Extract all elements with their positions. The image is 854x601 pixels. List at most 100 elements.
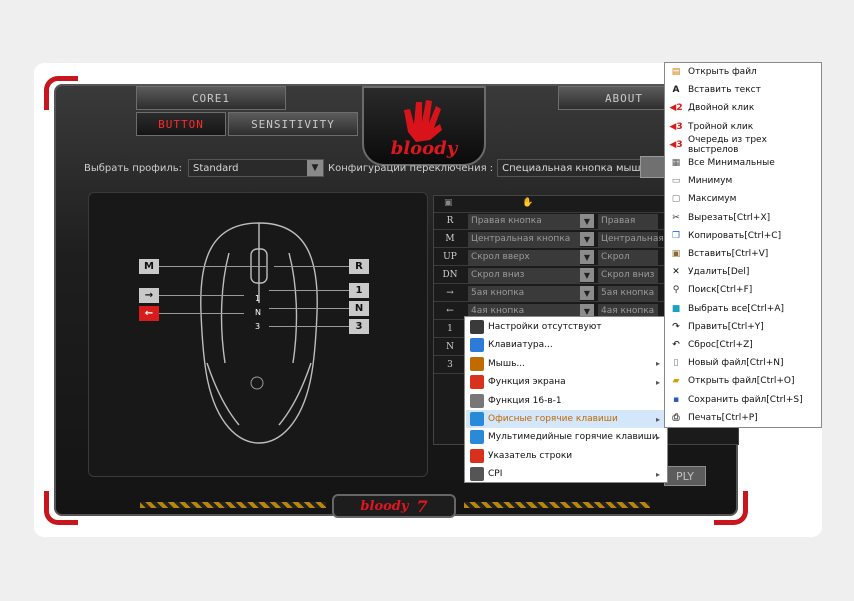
logo-text: bloody [390, 137, 458, 159]
key-right-button[interactable]: R [349, 259, 369, 274]
row-function-select-2[interactable]: 5ая кнопка [598, 286, 658, 301]
save-icon: ▪ [672, 394, 680, 405]
row-key-label: DN [442, 270, 458, 280]
copy-icon: ❐ [671, 230, 681, 241]
row-function-select-2[interactable]: Правая кнопка [598, 214, 658, 241]
row-key-label: N [446, 342, 454, 352]
menu-item[interactable]: ▭Минимум [666, 172, 820, 190]
row-function-select[interactable]: Центральная кнопка [468, 232, 580, 247]
row-function-select-2[interactable]: Скрол вверх [598, 250, 658, 277]
menu-item[interactable]: ■Выбрать все[Ctrl+A] [666, 300, 820, 318]
row-function-select[interactable]: Скрол вниз [468, 268, 580, 283]
menu-item-label: Клавиатура... [488, 340, 553, 351]
menu-item-label: Копировать[Ctrl+C] [688, 230, 782, 241]
open-file-icon: ▤ [671, 67, 681, 77]
row-key-label: R [446, 216, 454, 226]
menu-item[interactable]: Настройки отсутствуют [466, 318, 666, 336]
minimize-all-icon: ▦ [671, 158, 681, 168]
chevron-down-icon[interactable]: ▼ [580, 250, 594, 264]
menu-item[interactable]: Функция экрана▸ [466, 373, 666, 391]
profile-row: Выбрать профиль: Standard ▼ Конфигурации… [84, 158, 744, 178]
menu-item[interactable]: Мышь...▸ [466, 355, 666, 373]
tab-core[interactable]: CORE1 [136, 86, 286, 110]
chevron-down-icon[interactable]: ▼ [580, 268, 594, 282]
tab-bar: CORE1 BUTTON SENSITIVITY ABOUT bloody [74, 84, 714, 166]
mouse-outline: 1N3 [200, 222, 318, 444]
chevron-down-icon[interactable]: ▼ [580, 232, 594, 246]
profile-label: Выбрать профиль: [84, 162, 183, 174]
key-button-1[interactable]: 1 [349, 283, 369, 298]
row-key-label: M [445, 234, 455, 244]
menu-item-label: Новый файл[Ctrl+N] [688, 358, 784, 369]
runner-icon [470, 467, 484, 482]
mouse-icon [470, 356, 484, 371]
chevron-down-icon[interactable]: ▼ [580, 214, 594, 228]
corner-ornament [714, 491, 748, 525]
chevron-right-icon: ▸ [655, 377, 660, 387]
tab-sensitivity[interactable]: SENSITIVITY [228, 112, 358, 136]
row-function-select[interactable]: 4ая кнопка [468, 304, 580, 319]
table-row: →5ая кнопка▼5ая кнопка [434, 285, 740, 302]
no-settings-icon [470, 320, 484, 334]
chevron-down-icon[interactable]: ▼ [580, 304, 594, 318]
menu-item-label: Указатель строки [488, 450, 573, 461]
leader-line [269, 290, 364, 291]
menu-item[interactable]: Указатель строки [466, 447, 666, 465]
menu-item[interactable]: Офисные горячие клавиши▸ [466, 410, 666, 428]
menu-item[interactable]: ✂Вырезать[Ctrl+X] [666, 209, 820, 227]
tab-button[interactable]: BUTTON [136, 112, 226, 136]
key-back-button[interactable]: ← [139, 306, 159, 321]
menu-item[interactable]: ✕Удалить[Del] [666, 263, 820, 281]
profile-select[interactable]: Standard ▼ [188, 159, 325, 177]
menu-item[interactable]: ▢Максимум [666, 190, 820, 208]
chevron-right-icon: ▸ [655, 359, 660, 369]
row-function-select-2[interactable]: 4ая кнопка [598, 304, 658, 319]
menu-item[interactable]: ↶Сброс[Ctrl+Z] [666, 336, 820, 354]
row-function-select[interactable]: 5ая кнопка [468, 286, 580, 301]
pen-icon [470, 448, 484, 463]
bottom-logo: bloody 7 [332, 494, 456, 518]
menu-item[interactable]: ▤Открыть файл [666, 63, 820, 81]
chevron-down-icon[interactable]: ▼ [580, 286, 594, 300]
menu-item-label: Тройной клик [688, 121, 754, 132]
new-file-icon: ▯ [673, 358, 679, 369]
key-middle-button[interactable]: M [139, 259, 159, 274]
menu-item[interactable]: ⚲Поиск[Ctrl+F] [666, 281, 820, 299]
row-function-select-2[interactable]: Центральная кнопка [598, 232, 664, 259]
menu-item[interactable]: ↷Править[Ctrl+Y] [666, 318, 820, 336]
menu-item[interactable]: CPI▸ [466, 465, 666, 483]
chevron-down-icon[interactable]: ▼ [307, 160, 324, 176]
menu-item[interactable]: ▪Сохранить файл[Ctrl+S] [666, 391, 820, 409]
menu-item[interactable]: ▯ Новый файл[Ctrl+N] [666, 354, 820, 372]
burst-icon: ◀3 [669, 139, 683, 150]
menu-item[interactable]: ▰Открыть файл[Ctrl+O] [666, 372, 820, 390]
menu-item-label: Печать[Ctrl+P] [688, 412, 758, 423]
menu-item[interactable]: Мультимедийные горячие клавиши▸ [466, 428, 666, 446]
menu-item-label: Вставить[Ctrl+V] [688, 249, 769, 259]
menu-item-label: CPI [488, 469, 503, 480]
menu-item[interactable]: ▣Вставить[Ctrl+V] [666, 245, 820, 263]
menu-item[interactable]: Функция 16-в-1 [466, 392, 666, 410]
key-button-n[interactable]: N [349, 301, 369, 316]
row-key-label: 1 [447, 324, 453, 334]
row-function-select[interactable]: Правая кнопка [468, 214, 580, 229]
key-forward-button[interactable]: → [139, 288, 159, 303]
hazard-stripe [464, 502, 650, 508]
menu-item[interactable]: ❐ Копировать[Ctrl+C] [666, 227, 820, 245]
menu-item[interactable]: Клавиатура... [466, 336, 666, 354]
key-button-3[interactable]: 3 [349, 319, 369, 334]
row-function-select-2[interactable]: Скрол вниз [598, 268, 658, 283]
menu-item[interactable]: ▦Все Минимальные [666, 154, 820, 172]
delete-icon: ✕ [672, 267, 680, 278]
menu-item-label: Максимум [688, 194, 737, 205]
row-function-select[interactable]: Скрол вверх [468, 250, 580, 265]
apply-button[interactable]: PLY [664, 466, 706, 486]
menu-item[interactable]: ⎙Печать[Ctrl+P] [666, 409, 820, 427]
